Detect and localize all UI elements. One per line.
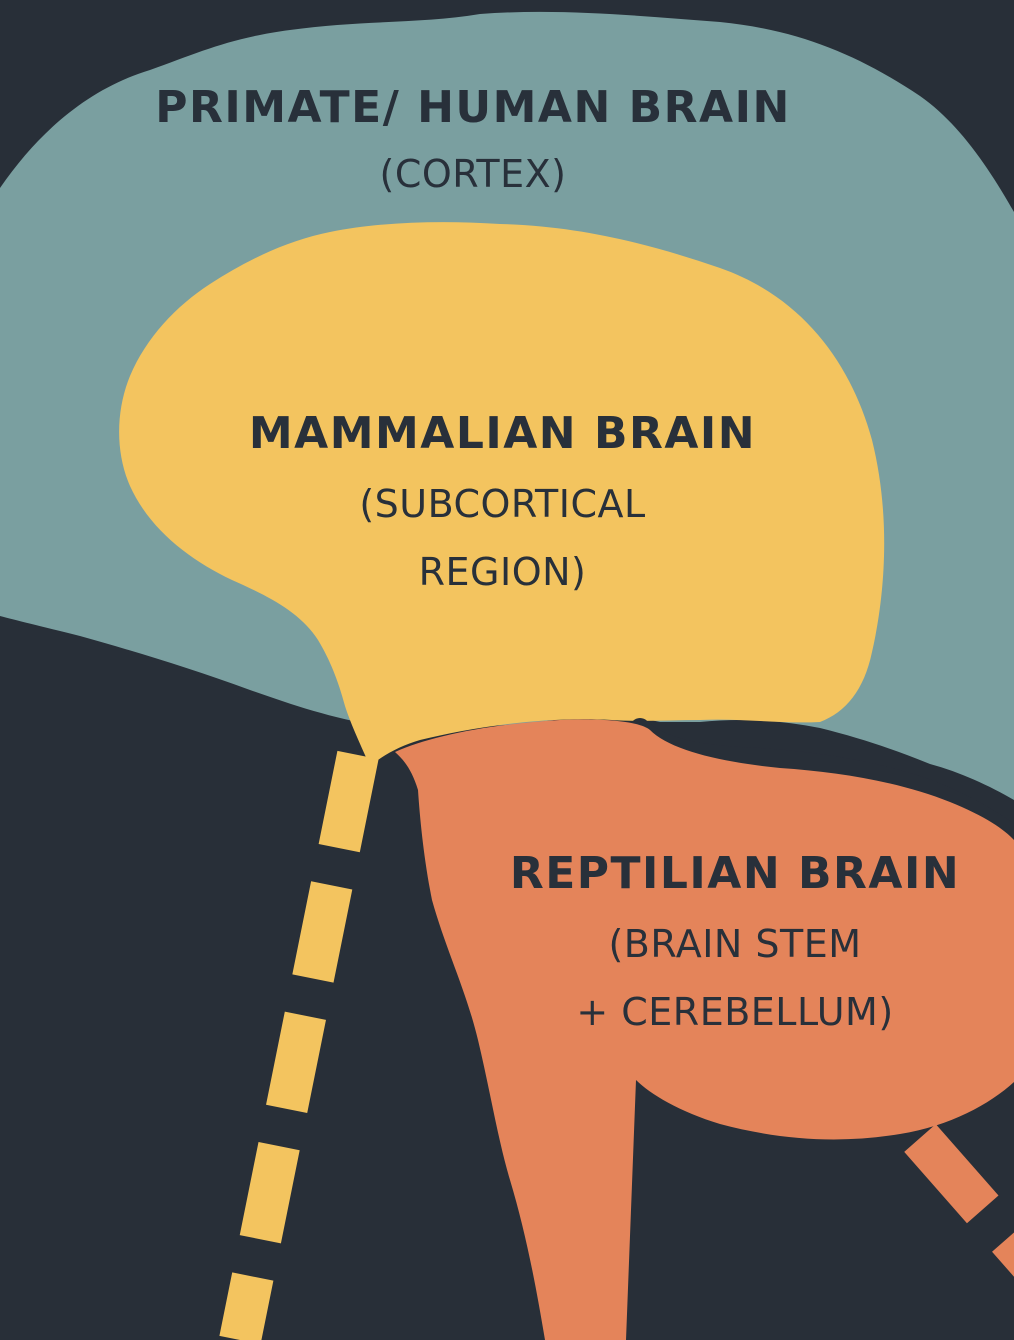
spinal-cord-dashes (240, 755, 358, 1340)
cortex-title: PRIMATE/ HUMAN BRAIN (0, 82, 946, 134)
mammalian-title: MAMMALIAN BRAIN (100, 408, 905, 460)
mammalian-label: MAMMALIAN BRAIN (SUBCORTICAL REGION) (100, 408, 905, 596)
mammalian-subtitle-line2: REGION) (100, 548, 905, 596)
reptilian-subtitle-line1: (BRAIN STEM (430, 920, 1014, 968)
cortex-subtitle: (CORTEX) (0, 150, 946, 198)
reptilian-title: REPTILIAN BRAIN (430, 848, 1014, 900)
reptilian-label: REPTILIAN BRAIN (BRAIN STEM + CEREBELLUM… (430, 848, 1014, 1036)
cerebellum-dashes (920, 1138, 1014, 1320)
cortex-label: PRIMATE/ HUMAN BRAIN (CORTEX) (0, 82, 946, 198)
mammalian-subtitle-line1: (SUBCORTICAL (100, 480, 905, 528)
reptilian-subtitle-line2: + CEREBELLUM) (430, 988, 1014, 1036)
